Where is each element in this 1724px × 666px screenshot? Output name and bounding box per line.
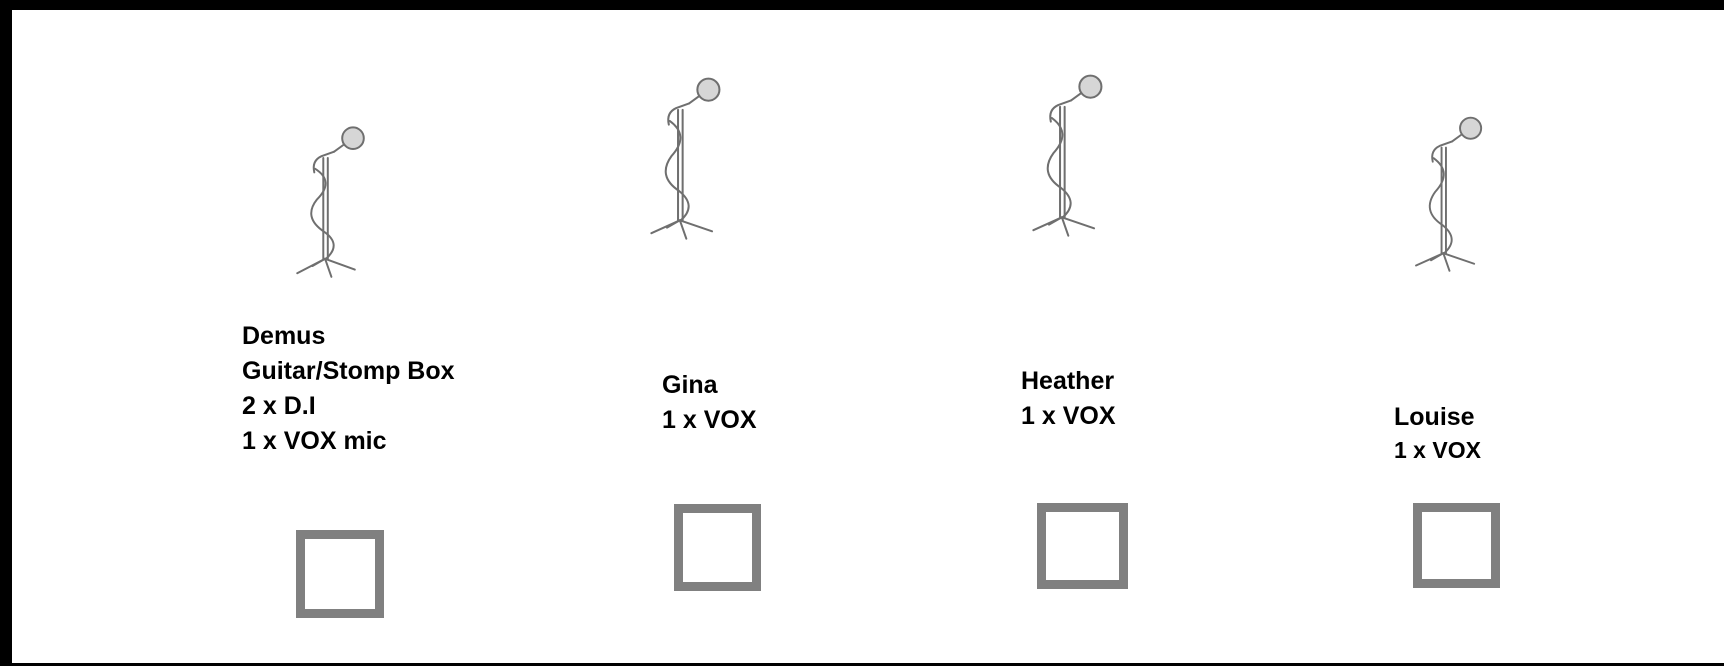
microphone-stand-icon bbox=[1409, 110, 1497, 282]
checkbox-louise[interactable] bbox=[1413, 503, 1500, 588]
performer-label: Heather 1 x VOX bbox=[1021, 364, 1116, 434]
checkbox-heather[interactable] bbox=[1037, 503, 1128, 589]
performer-label: Demus Guitar/Stomp Box 2 x D.I 1 x VOX m… bbox=[242, 319, 455, 459]
performer-name: Gina bbox=[662, 368, 757, 403]
performer-detail: 1 x VOX mic bbox=[242, 424, 455, 459]
performer-name: Heather bbox=[1021, 364, 1116, 399]
checkbox-gina[interactable] bbox=[674, 504, 761, 591]
performer-detail: Guitar/Stomp Box bbox=[242, 354, 455, 389]
performer-name: Louise bbox=[1394, 400, 1481, 435]
performer-detail: 1 x VOX bbox=[662, 403, 757, 438]
microphone-stand-icon bbox=[644, 73, 736, 248]
performer-detail: 1 x VOX bbox=[1021, 399, 1116, 434]
microphone-stand-icon bbox=[289, 122, 381, 284]
performer-label: Gina 1 x VOX bbox=[662, 368, 757, 438]
checkbox-demus[interactable] bbox=[296, 530, 384, 618]
performer-name: Demus bbox=[242, 319, 455, 354]
performer-detail: 2 x D.I bbox=[242, 389, 455, 424]
performer-label: Louise 1 x VOX bbox=[1394, 400, 1481, 465]
performer-louise: Louise 1 x VOX bbox=[12, 10, 13, 11]
performer-detail: 1 x VOX bbox=[1394, 435, 1481, 465]
microphone-stand-icon bbox=[1026, 70, 1118, 245]
